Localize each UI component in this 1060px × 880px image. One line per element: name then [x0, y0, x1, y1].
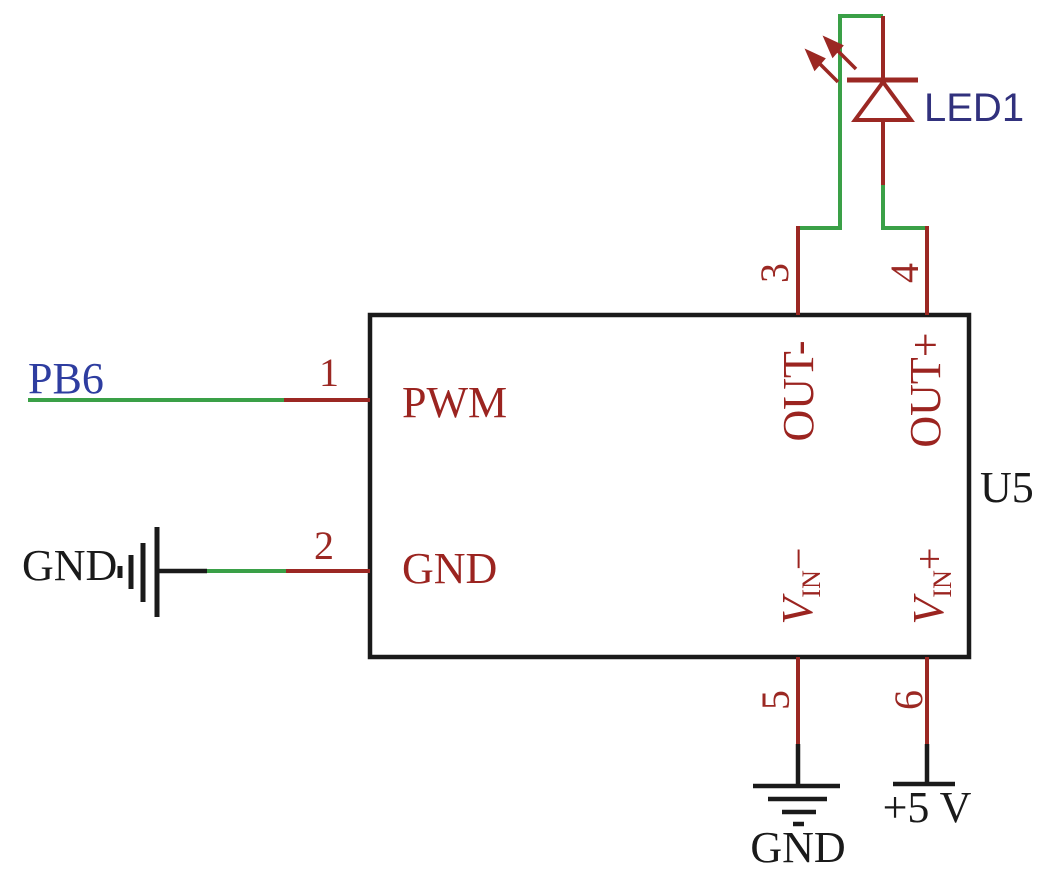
- vin-plus-base: V: [904, 597, 953, 625]
- green-wires: [28, 14, 929, 573]
- led-arrow-2-head: [804, 48, 826, 72]
- pin-name-vin-plus: VIN+: [904, 486, 957, 686]
- pin-number-5: 5: [753, 690, 798, 710]
- pin-name-gnd: GND: [402, 544, 498, 593]
- vin-plus-subscript: IN: [928, 570, 957, 598]
- pin-name-vin-minus: VIN−: [773, 486, 826, 686]
- ground-symbol-bottom: [753, 744, 840, 827]
- led-triangle: [851, 78, 915, 122]
- vin-minus-subscript: IN: [797, 570, 826, 598]
- led-emission-arrows: [804, 35, 858, 84]
- led-arrow-2-shaft: [817, 61, 840, 84]
- pin-number-4: 4: [882, 263, 927, 283]
- led-arrow-1-head: [822, 35, 844, 59]
- net-label-gnd-bottom: GND: [750, 823, 846, 872]
- led-arrow-1-shaft: [835, 48, 858, 71]
- net-label-gnd-left: GND: [22, 541, 118, 590]
- ic-body-outline: [367, 312, 972, 660]
- net-label-pb6: PB6: [28, 354, 104, 403]
- vin-plus-sign: +: [907, 547, 952, 571]
- pin-number-2: 2: [314, 523, 334, 568]
- led-symbol: [804, 35, 918, 122]
- pin-name-pwm: PWM: [402, 378, 508, 427]
- pin-number-1: 1: [319, 350, 339, 395]
- pin-name-out-plus: OUT+: [901, 332, 950, 448]
- net-label-vcc: +5 V: [882, 783, 972, 832]
- pin-number-3: 3: [752, 263, 797, 283]
- vin-minus-sign: −: [776, 547, 821, 571]
- red-wires: [284, 16, 929, 745]
- ic-designator: U5: [980, 463, 1034, 512]
- vcc-symbol: [893, 744, 955, 787]
- led-designator: LED1: [924, 86, 1025, 130]
- vin-minus-base: V: [773, 597, 822, 625]
- pin-number-6: 6: [886, 690, 931, 710]
- ground-symbol-left: [117, 527, 207, 617]
- pin-name-out-minus: OUT-: [774, 340, 823, 442]
